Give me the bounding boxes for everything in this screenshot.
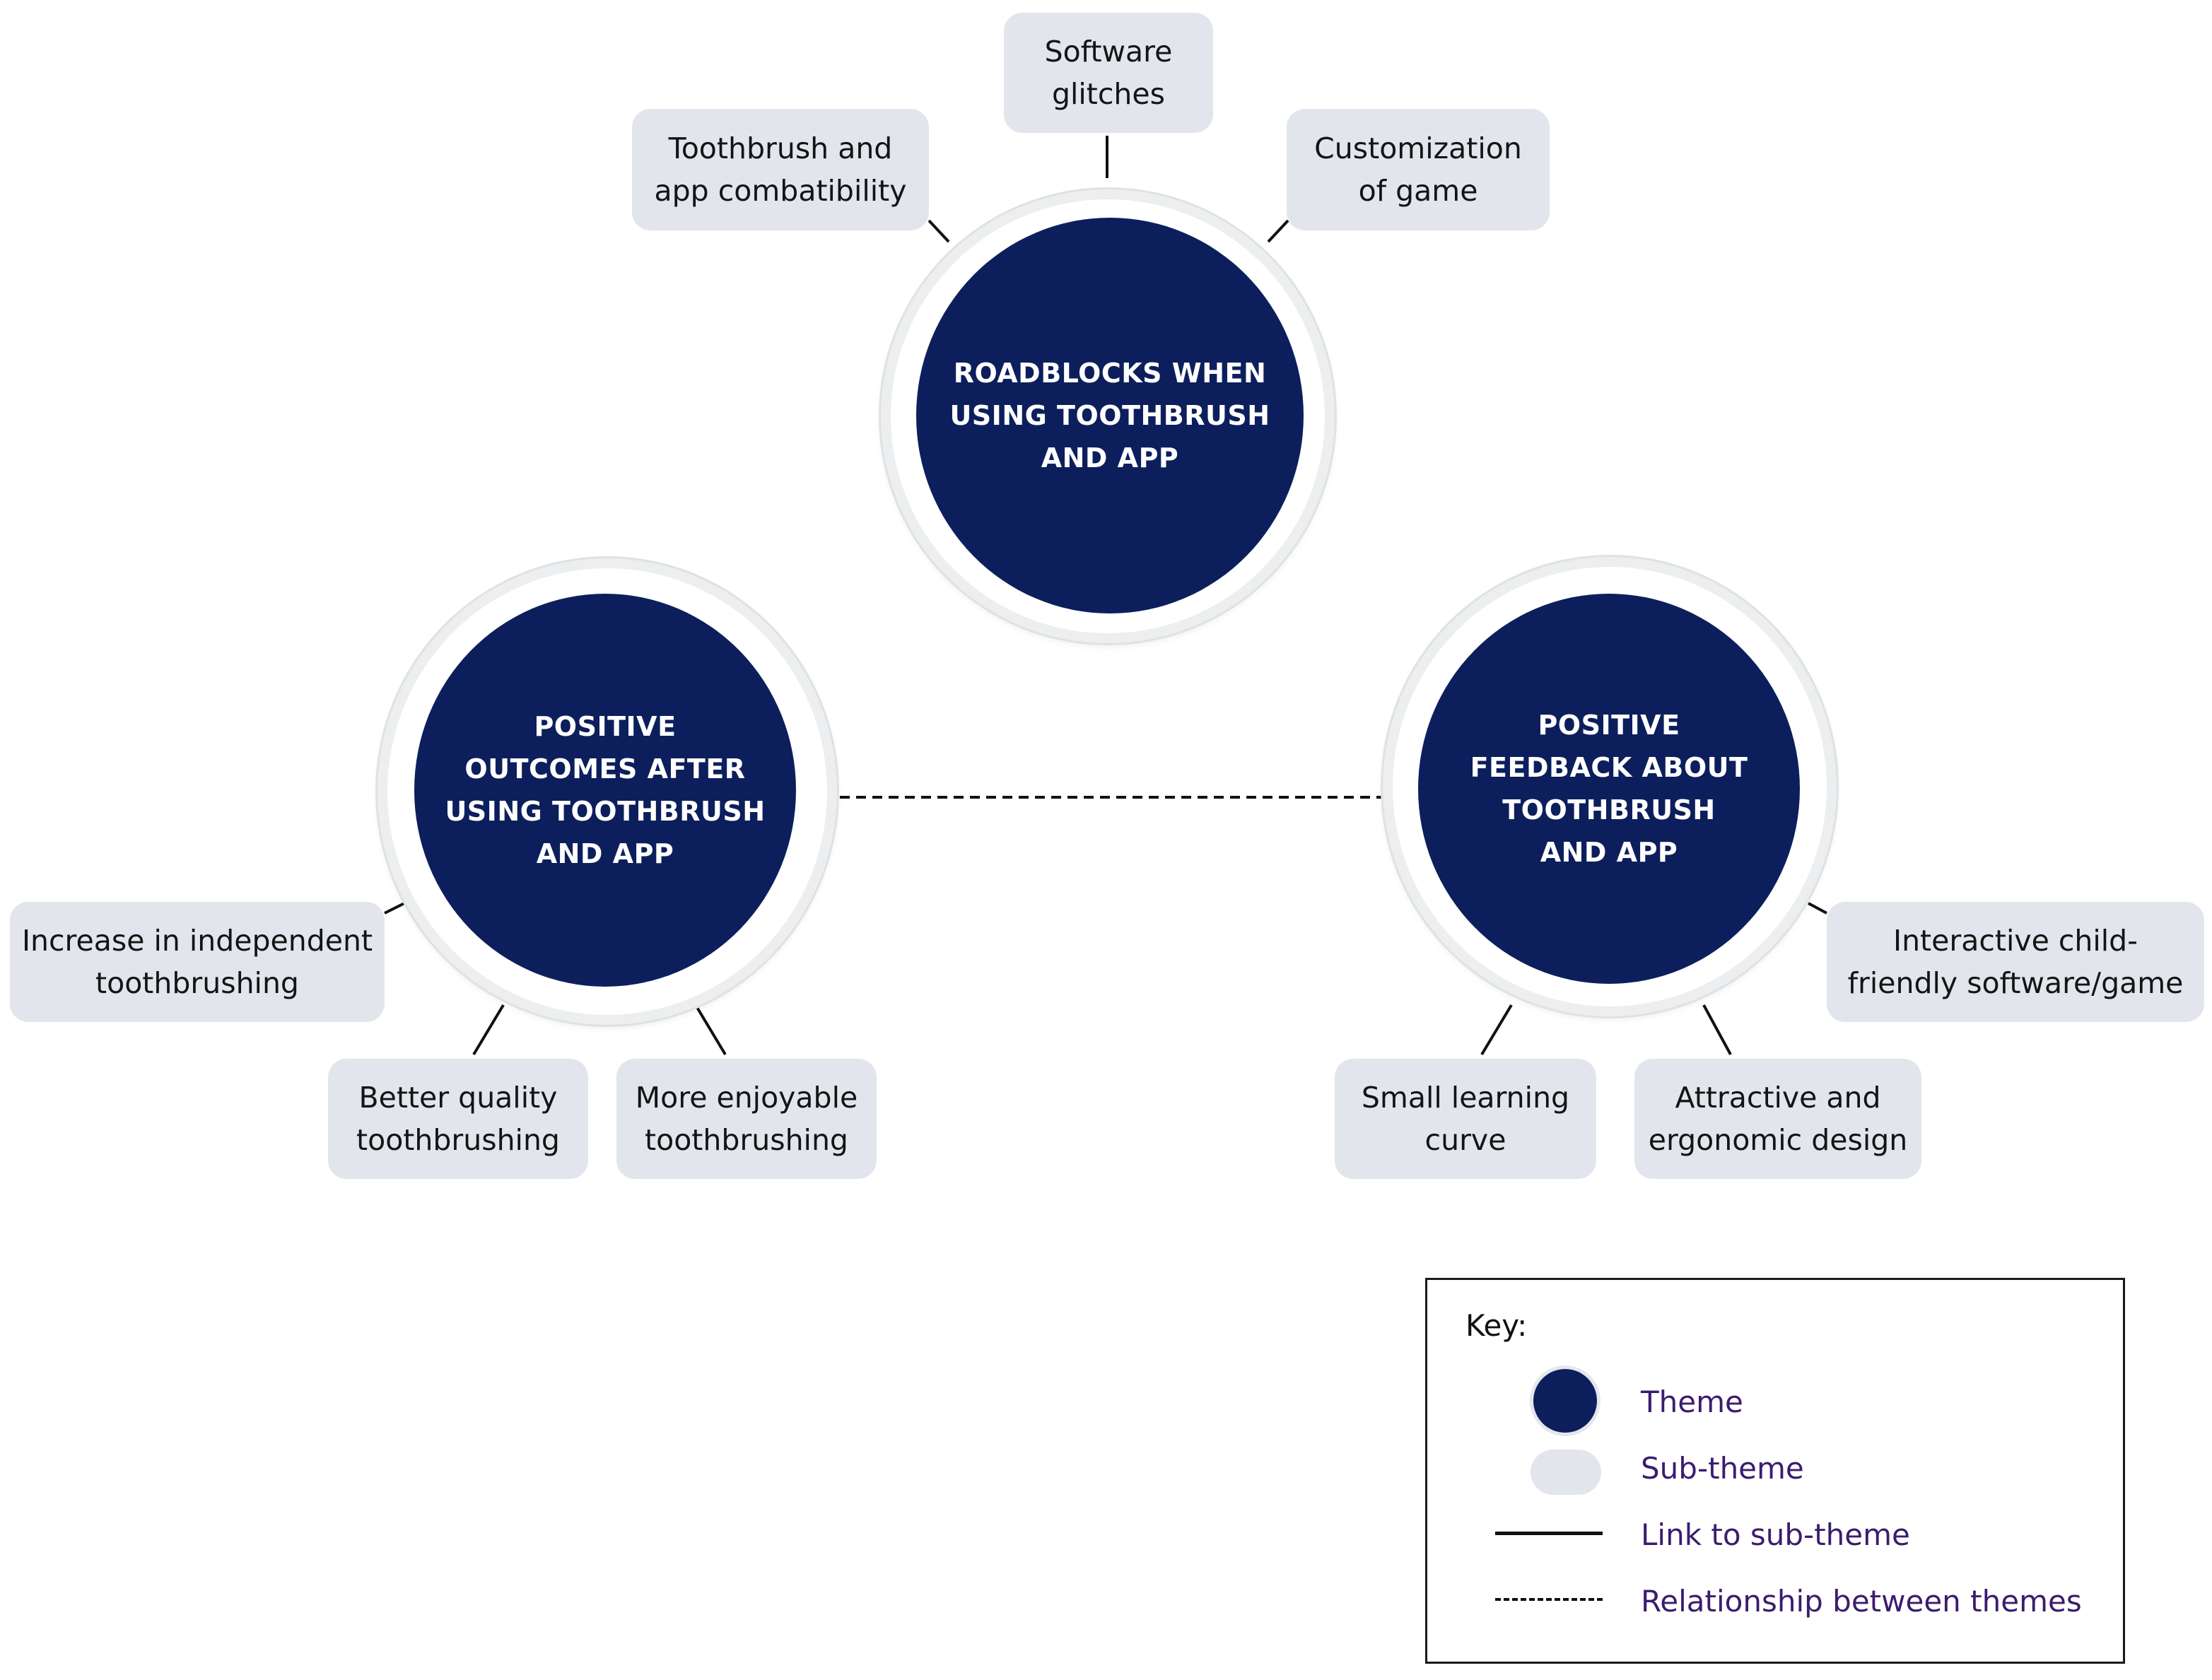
subtheme-interactive: Interactive child- friendly software/gam…	[1827, 902, 2204, 1022]
link-interactive	[1808, 902, 1827, 915]
link-better-quality	[472, 1004, 505, 1056]
subtheme-software-glitches: Software glitches	[1004, 13, 1213, 133]
subtheme-better-quality: Better quality toothbrushing	[328, 1059, 588, 1179]
subtheme-more-enjoyable: More enjoyable toothbrushing	[616, 1059, 877, 1179]
key-solid-line	[1495, 1532, 1603, 1535]
key-subtheme-label: Sub-theme	[1641, 1451, 1804, 1486]
theme-feedback: POSITIVE FEEDBACK ABOUT TOOTHBRUSH AND A…	[1418, 594, 1800, 984]
link-independent	[384, 902, 405, 915]
subtheme-compatibility: Toothbrush and app combatibility	[632, 109, 929, 230]
link-learning-curve	[1480, 1004, 1513, 1056]
link-customization	[1267, 219, 1289, 243]
key-subtheme-swatch	[1531, 1450, 1601, 1495]
key-title: Key:	[1465, 1308, 1528, 1343]
theme-outcomes: POSITIVE OUTCOMES AFTER USING TOOTHBRUSH…	[414, 594, 796, 987]
key-relationship-label: Relationship between themes	[1641, 1584, 2082, 1619]
link-more-enjoyable	[694, 1004, 727, 1056]
subtheme-independent: Increase in independent toothbrushing	[10, 902, 385, 1022]
key-theme-label: Theme	[1641, 1385, 1743, 1419]
theme-roadblocks: ROADBLOCKS WHEN USING TOOTHBRUSH AND APP	[916, 218, 1304, 613]
legend-key: Key: Theme Sub-theme Link to sub-theme R…	[1425, 1278, 2125, 1664]
key-theme-swatch	[1533, 1369, 1597, 1433]
link-compatibility	[927, 219, 950, 243]
key-link-label: Link to sub-theme	[1641, 1517, 1910, 1552]
subtheme-customization: Customization of game	[1287, 109, 1550, 230]
subtheme-attractive: Attractive and ergonomic design	[1634, 1059, 1921, 1179]
subtheme-learning-curve: Small learning curve	[1335, 1059, 1596, 1179]
key-dashed-line	[1495, 1598, 1603, 1601]
link-attractive	[1702, 1004, 1732, 1055]
